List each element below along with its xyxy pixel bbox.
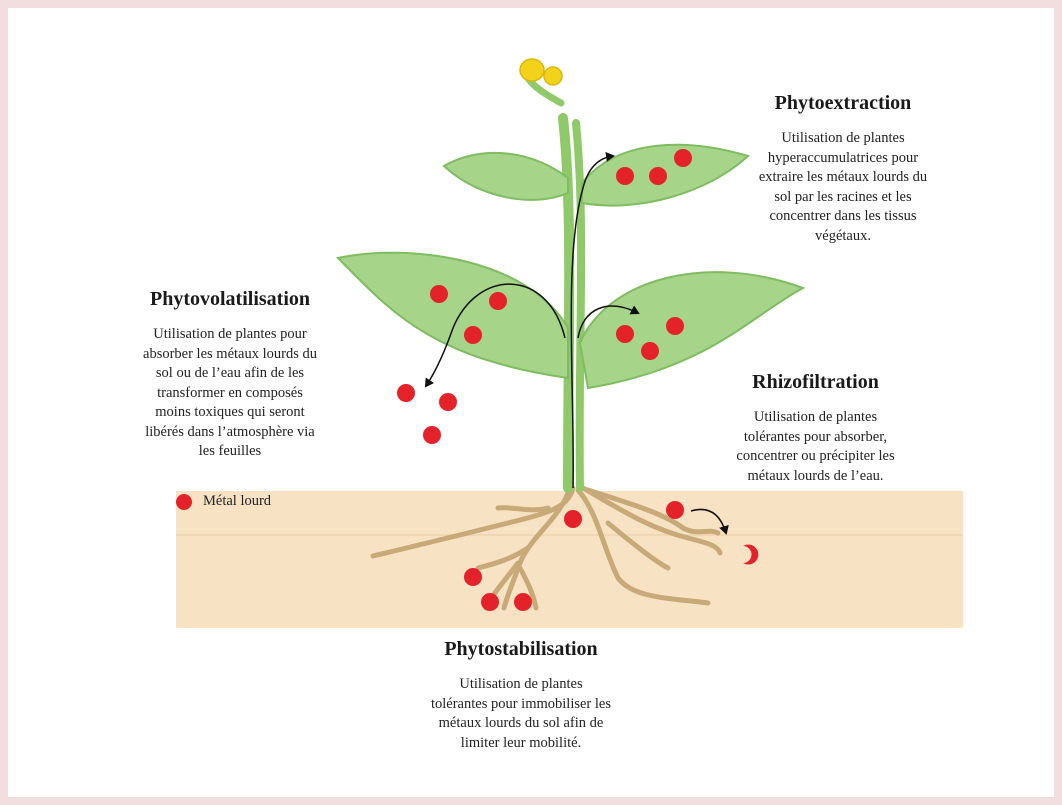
flower-bud-small bbox=[544, 67, 562, 85]
phytoextraction-text: Utilisation de plantes hyperaccumulatric… bbox=[728, 129, 958, 246]
rhizofiltration-title: Rhizofiltration bbox=[703, 371, 928, 394]
phytovolatilisation-text: Utilisation de plantes pour absorber les… bbox=[110, 325, 350, 462]
metal-dot bbox=[514, 593, 532, 611]
metal-dot bbox=[423, 426, 441, 444]
metal-dot bbox=[666, 317, 684, 335]
red-dot-icon bbox=[176, 494, 192, 510]
metal-dot bbox=[564, 510, 582, 528]
phytostabilisation-text: Utilisation de plantes tolérantes pour i… bbox=[401, 675, 641, 753]
metal-dot bbox=[666, 501, 684, 519]
metal-dot bbox=[439, 393, 457, 411]
metal-dot bbox=[616, 167, 634, 185]
metal-dot bbox=[674, 149, 692, 167]
legend-label: Métal lourd bbox=[203, 493, 271, 510]
metal-dot bbox=[489, 292, 507, 310]
phytostabilisation-title: Phytostabilisation bbox=[401, 638, 641, 661]
legend: Métal lourd bbox=[176, 493, 271, 510]
stem bbox=[563, 118, 569, 488]
metal-dot bbox=[464, 326, 482, 344]
metal-dot bbox=[616, 325, 634, 343]
rhizofiltration-text: Utilisation de plantes tolérantes pour a… bbox=[703, 408, 928, 486]
metal-dot bbox=[430, 285, 448, 303]
phytovolatilisation-block: Phytovolatilisation Utilisation de plant… bbox=[110, 288, 350, 462]
leaf-upper-left bbox=[444, 153, 568, 200]
stem-inner bbox=[576, 123, 581, 488]
phytostabilisation-block: Phytostabilisation Utilisation de plante… bbox=[401, 638, 641, 753]
metal-dot bbox=[481, 593, 499, 611]
flower-bud bbox=[520, 59, 544, 81]
rhizofiltration-block: Rhizofiltration Utilisation de plantes t… bbox=[703, 371, 928, 486]
phytovolatilisation-title: Phytovolatilisation bbox=[110, 288, 350, 311]
leaf-lower-left bbox=[338, 253, 568, 378]
diagram-frame: Phytoextraction Utilisation de plantes h… bbox=[8, 8, 1054, 797]
phytoextraction-block: Phytoextraction Utilisation de plantes h… bbox=[728, 92, 958, 246]
metal-dot bbox=[397, 384, 415, 402]
metal-dot bbox=[649, 167, 667, 185]
metal-dot bbox=[641, 342, 659, 360]
phytoextraction-title: Phytoextraction bbox=[728, 92, 958, 115]
metal-dot bbox=[464, 568, 482, 586]
